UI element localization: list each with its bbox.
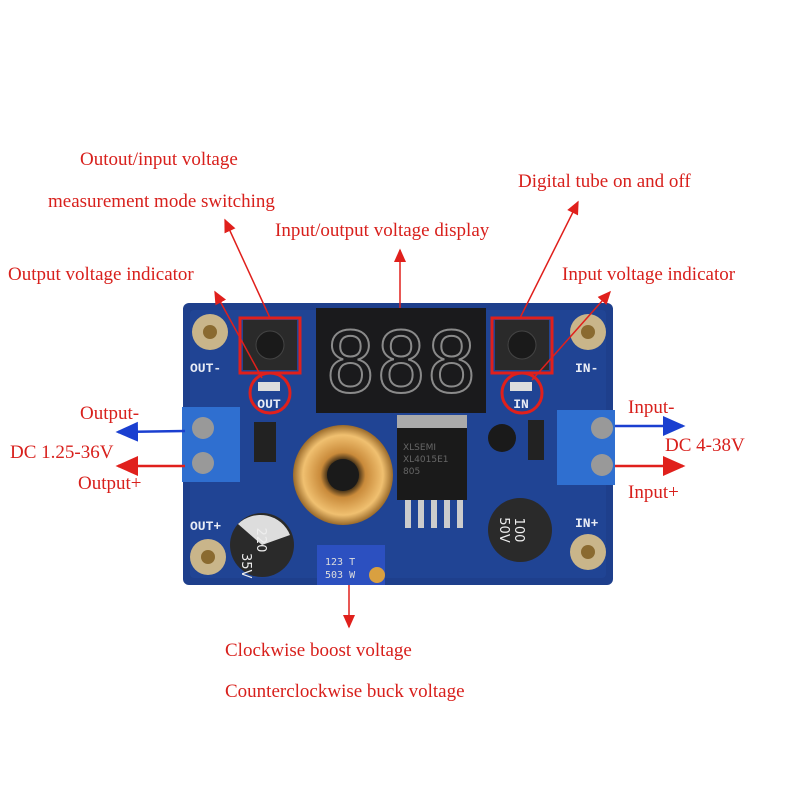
mounting-holes: [190, 314, 606, 575]
output-plus-label: Output+: [78, 473, 142, 494]
svg-text:XLSEMI: XLSEMI: [403, 443, 436, 453]
input-led: [510, 382, 532, 391]
svg-text:220: 220: [253, 528, 268, 553]
svg-text:XL4015E1: XL4015E1: [403, 455, 449, 465]
output-minus-label: Output-: [80, 403, 140, 424]
mode-switch-label-2: measurement mode switching: [48, 191, 275, 212]
terminal-arrows: [115, 416, 686, 476]
svg-text:OUT-: OUT-: [190, 361, 221, 376]
trim-potentiometer[interactable]: 123 T 503 W: [317, 545, 385, 585]
display-label: Input/output voltage display: [275, 220, 490, 241]
mode-switch-button[interactable]: [243, 320, 297, 370]
pot-label-2: Counterclockwise buck voltage: [225, 681, 465, 702]
output-range-label: DC 1.25-36V: [10, 442, 114, 463]
input-capacitor: 100 50V: [488, 498, 552, 562]
mode-switch-label: Outout/input voltage: [80, 149, 238, 170]
svg-text:503 W: 503 W: [325, 570, 356, 581]
svg-text:35V: 35V: [238, 553, 253, 579]
svg-text:OUT: OUT: [257, 397, 281, 412]
annotation-arrows: [214, 200, 611, 629]
input-range-label: DC 4-38V: [665, 435, 745, 456]
display-toggle-button[interactable]: [495, 320, 549, 370]
svg-text:IN+: IN+: [575, 516, 599, 531]
diode: [254, 422, 276, 462]
svg-text:123 T: 123 T: [325, 557, 355, 568]
xl4015-chip: XLSEMI XL4015E1 805: [397, 415, 467, 528]
tube-toggle-label: Digital tube on and off: [518, 171, 691, 192]
svg-text:100: 100: [511, 518, 526, 543]
output-led: [258, 382, 280, 391]
svg-text:IN-: IN-: [575, 361, 598, 376]
seven-segment-display: 888: [316, 308, 486, 413]
pot-label-1: Clockwise boost voltage: [225, 640, 412, 661]
svg-text:IN: IN: [513, 397, 529, 412]
input-plus-label: Input+: [628, 482, 679, 503]
svg-text:888: 888: [325, 314, 477, 412]
output-indicator-label: Output voltage indicator: [8, 264, 194, 285]
svg-text:50V: 50V: [496, 517, 511, 543]
output-terminal-block: [182, 407, 240, 482]
output-capacitor: 220 35V: [230, 513, 294, 579]
input-indicator-label: Input voltage indicator: [562, 264, 736, 285]
svg-text:OUT+: OUT+: [190, 519, 221, 534]
svg-text:805: 805: [403, 467, 420, 477]
input-terminal-block: [557, 410, 615, 485]
input-minus-label: Input-: [628, 397, 675, 418]
